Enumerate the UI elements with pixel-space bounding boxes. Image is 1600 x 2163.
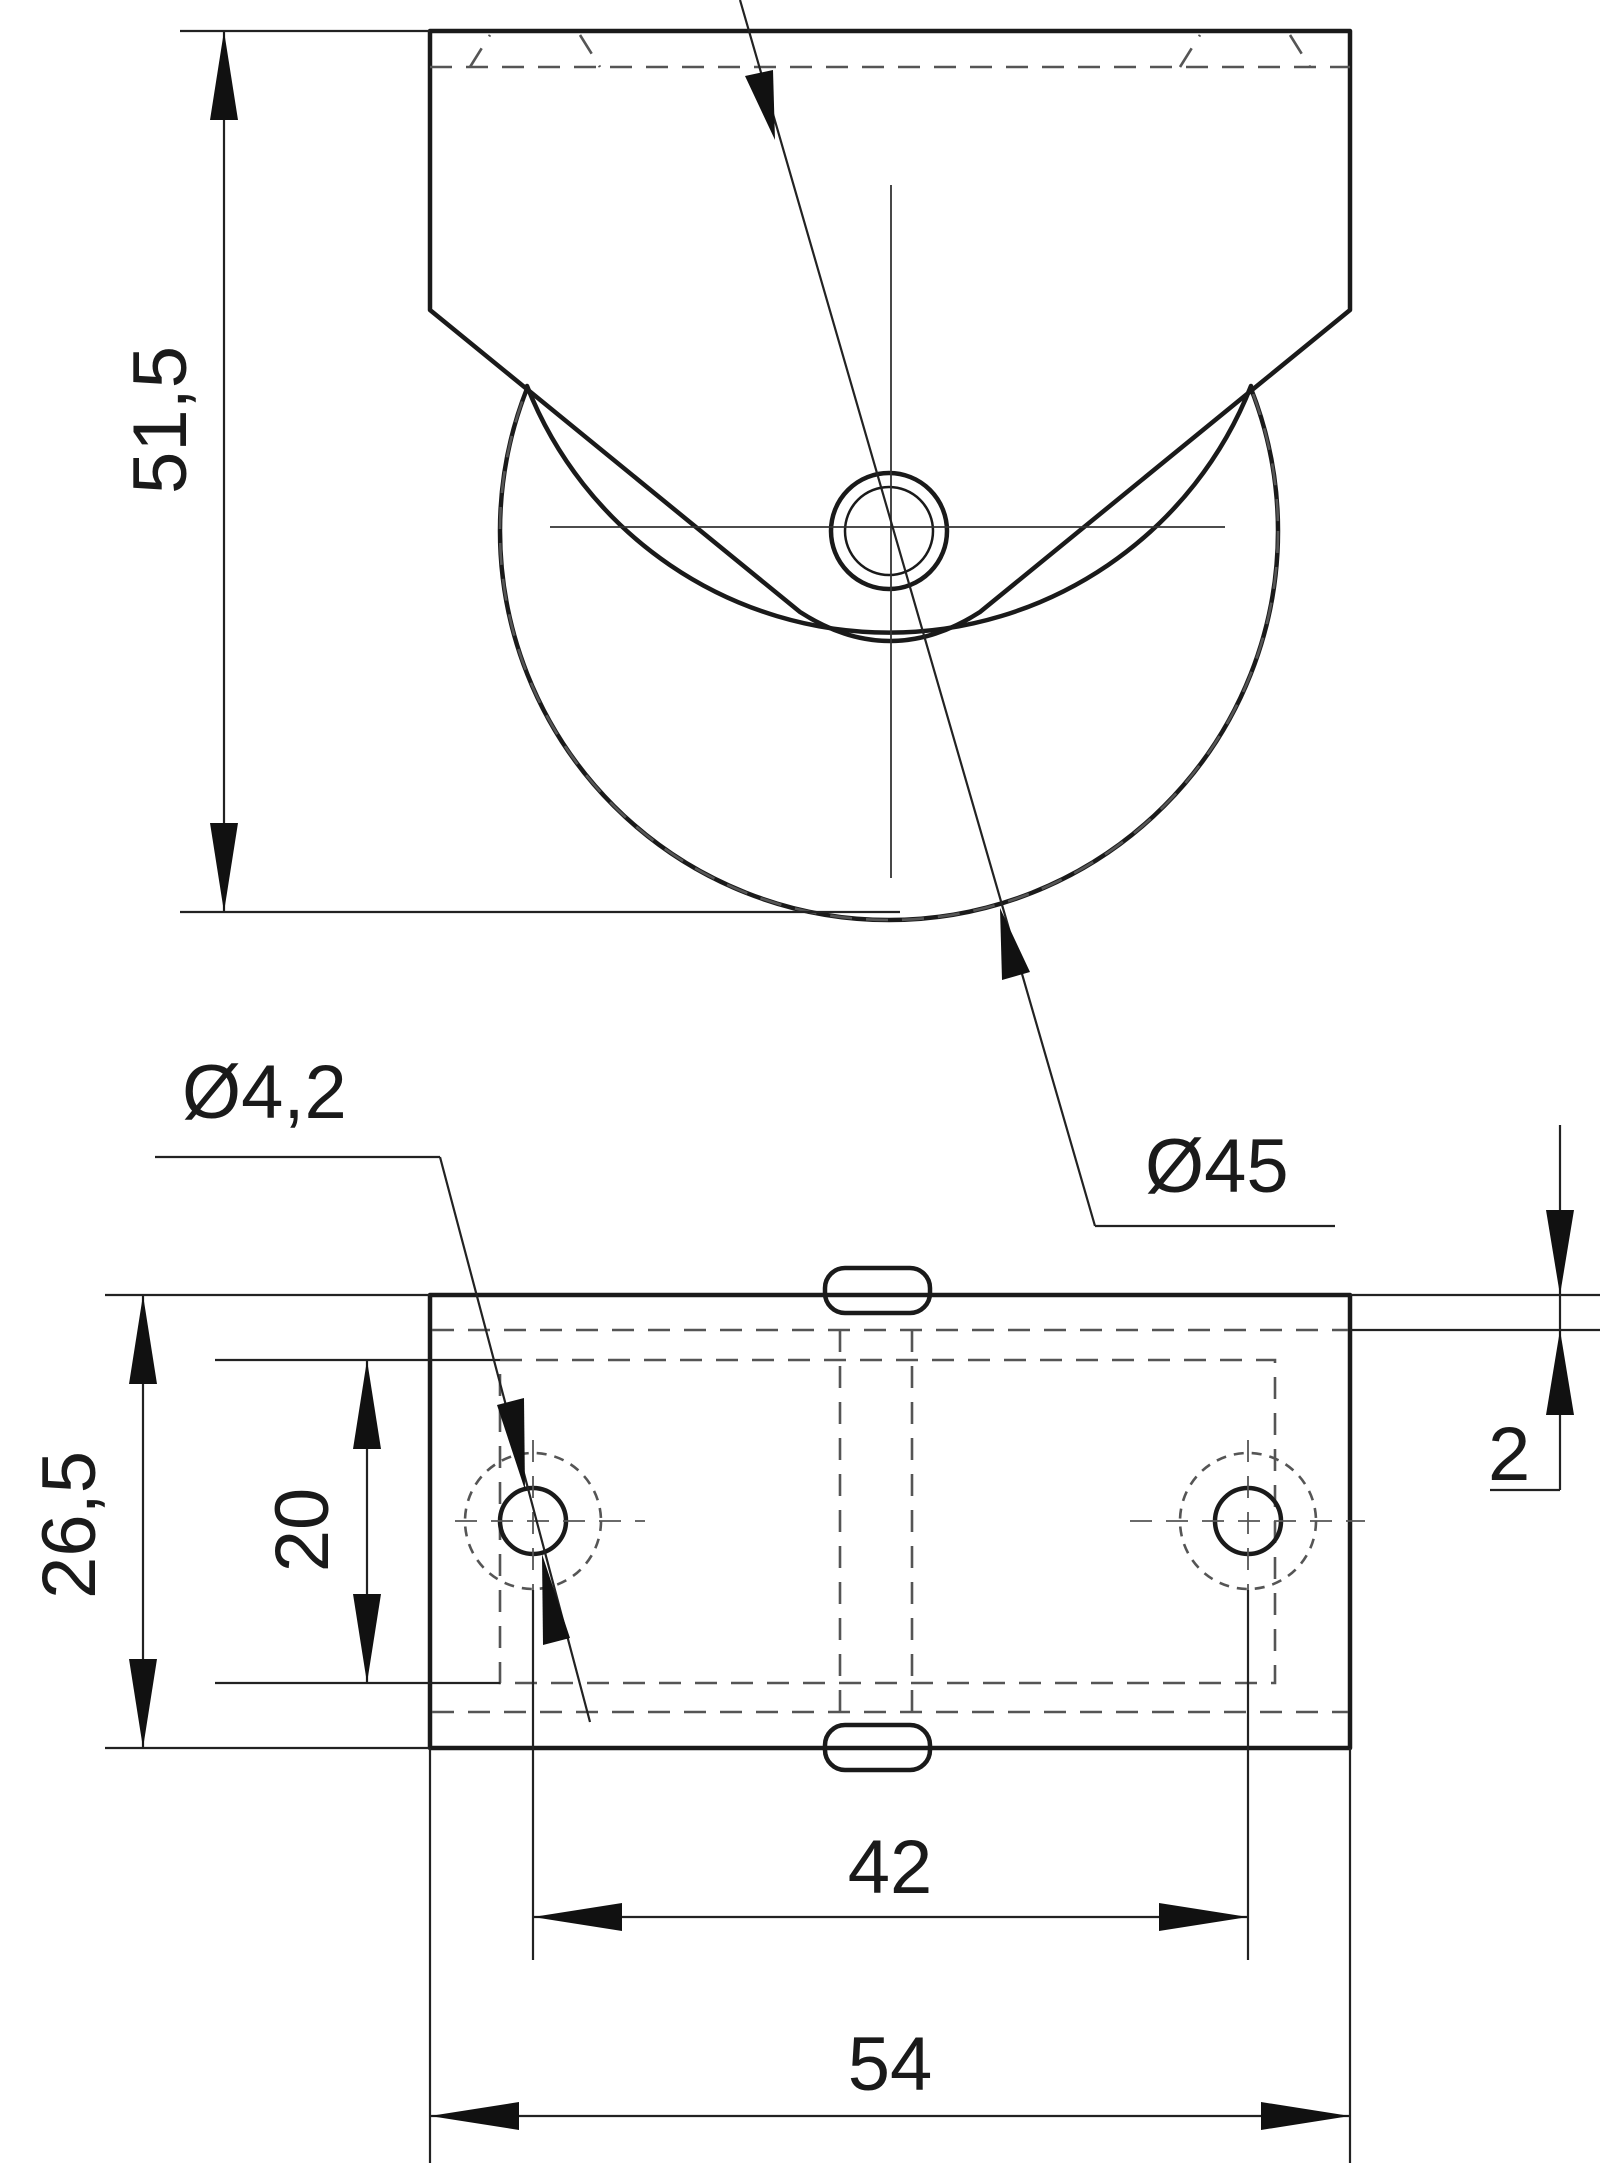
axle-inner bbox=[843, 485, 935, 577]
length-arrow-right bbox=[1261, 2102, 1350, 2130]
wheel-tab-top bbox=[822, 1265, 933, 1316]
height-arrow-bottom bbox=[210, 823, 238, 912]
width-arrow-top bbox=[129, 1295, 157, 1384]
spacing-h-arrow-left bbox=[533, 1903, 622, 1931]
bracket-fill bbox=[430, 31, 1350, 641]
plate-width-label: 26,5 bbox=[27, 1451, 112, 1599]
wheel-diameter-arrow-bottom bbox=[1000, 908, 1030, 980]
wheel-diameter-leader bbox=[738, 0, 1097, 1227]
hole-spacing-vertical-label: 20 bbox=[260, 1488, 345, 1573]
hole-diameter-label: Ø4,2 bbox=[182, 1050, 347, 1135]
thickness-arrow-bottom bbox=[1546, 1330, 1574, 1415]
width-arrow-bottom bbox=[129, 1659, 157, 1748]
axle-outer bbox=[828, 470, 950, 592]
spacing-h-arrow-right bbox=[1159, 1903, 1248, 1931]
length-arrow-left bbox=[430, 2102, 519, 2130]
spacing-v-arrow-top bbox=[353, 1360, 381, 1449]
spacing-v-arrow-bottom bbox=[353, 1594, 381, 1683]
height-arrow-top bbox=[210, 31, 238, 120]
bracket-outline bbox=[427, 28, 1353, 644]
thickness-arrow-top bbox=[1546, 1210, 1574, 1295]
wheel-diameter-label: Ø45 bbox=[1145, 1124, 1289, 1209]
top-plate-chamfer-left bbox=[468, 34, 602, 68]
hole-diameter-arrow-bottom bbox=[542, 1554, 570, 1645]
plate-thickness-label: 2 bbox=[1488, 1412, 1530, 1497]
plate-length-label: 54 bbox=[848, 2022, 933, 2107]
wheel-hidden-outline bbox=[498, 140, 1280, 922]
top-view: Ø4,2 26,5 20 2 42 54 bbox=[27, 1050, 1600, 2163]
hole-diameter-arrow-top bbox=[497, 1398, 525, 1490]
height-total-label: 51,5 bbox=[118, 346, 203, 494]
wheel-diameter-arrow-top bbox=[745, 70, 775, 140]
hole-spacing-horizontal-label: 42 bbox=[848, 1825, 933, 1910]
wheel-visible-arc bbox=[524, 383, 1254, 635]
top-plate-chamfer-right bbox=[1178, 34, 1312, 68]
side-view: 51,5 Ø45 bbox=[118, 0, 1353, 1228]
